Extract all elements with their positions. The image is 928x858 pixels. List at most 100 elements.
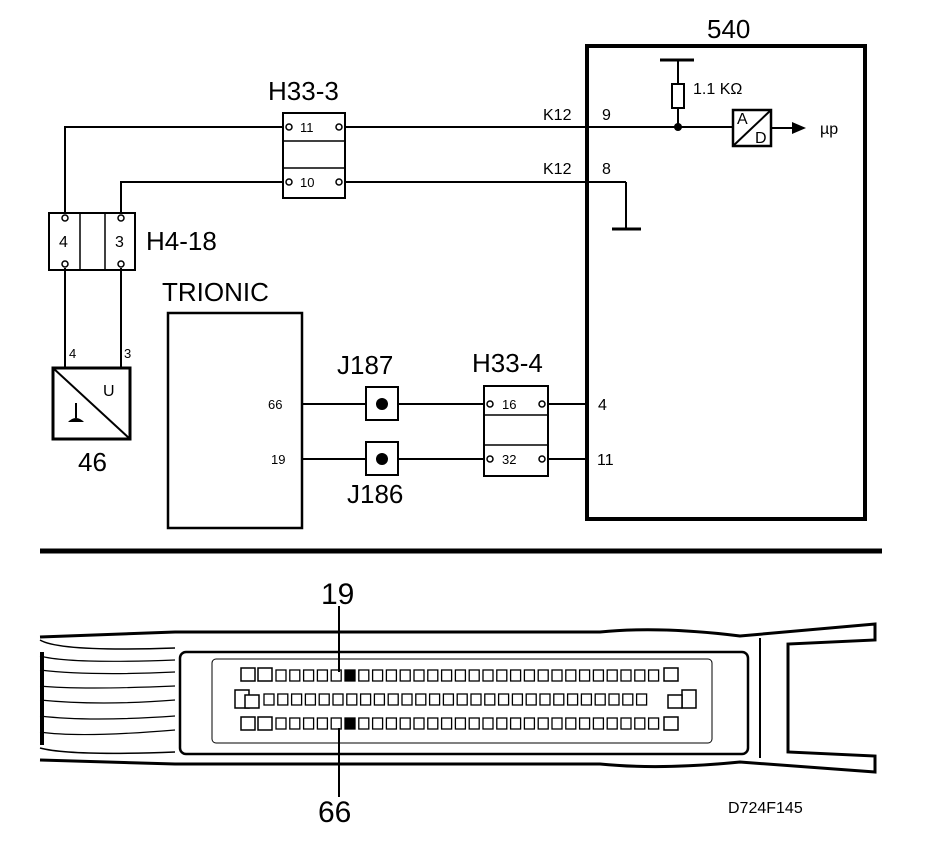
connector-pin	[565, 717, 577, 730]
connector-pin	[566, 693, 579, 706]
pullup-resistor: 1.1 KΩ	[660, 58, 742, 131]
trionic-pin-66: 66	[268, 397, 282, 412]
connector-pin	[289, 669, 301, 682]
connector-pin	[622, 693, 634, 706]
adc-label-d: D	[755, 130, 767, 147]
h33-3-label: H33-3	[268, 76, 339, 106]
connector-pin	[456, 693, 468, 706]
k12-label-top: K12	[543, 107, 572, 124]
connector-pin	[275, 717, 287, 730]
ecu-540: 540	[585, 14, 867, 521]
position-sensor-icon	[68, 403, 84, 422]
connector-pin	[511, 693, 524, 706]
sensor-pin-3: 3	[124, 346, 131, 361]
connector-pin	[428, 693, 441, 706]
connector-pin	[346, 693, 358, 706]
connector-pin	[509, 669, 522, 682]
connector-pin	[454, 669, 467, 682]
signal-line-pin-8: K12 8	[345, 161, 641, 231]
connector-pin	[330, 717, 342, 730]
connector-end-right	[663, 667, 697, 731]
connector-pin	[537, 669, 549, 682]
h4-18-pin-4: 4	[59, 234, 68, 251]
connector-pin	[359, 693, 372, 706]
connector-pin-66-label: 66	[318, 796, 351, 829]
connector-pin	[263, 693, 275, 706]
connector-pin	[277, 693, 289, 706]
connector-pin	[371, 717, 384, 730]
connector-pin	[399, 669, 411, 682]
connector-pin	[580, 693, 593, 706]
connector-pin	[387, 693, 399, 706]
trionic-label: TRIONIC	[162, 277, 269, 307]
k12-label-bottom: K12	[543, 161, 572, 178]
connector-pin	[606, 669, 618, 682]
connector-pin	[358, 669, 370, 682]
connector-pin	[330, 669, 342, 682]
connector-pin	[373, 693, 386, 706]
connector-pin	[302, 669, 315, 682]
connector-pin	[413, 717, 425, 730]
connector-pin	[415, 693, 427, 706]
connector-pin	[304, 693, 317, 706]
connector-pin	[318, 693, 330, 706]
h33-3-pin-11: 11	[300, 120, 314, 135]
connector-pin	[537, 717, 549, 730]
connector-illustration: 19 66	[39, 578, 877, 829]
micro-label: µp	[820, 121, 838, 138]
connector-pin	[344, 717, 356, 730]
connector-pin	[482, 717, 494, 730]
connector-pin	[606, 717, 618, 730]
connector-pin	[275, 669, 287, 682]
ecu-pin-4: 4	[598, 397, 607, 414]
adc-label-a: A	[737, 111, 748, 128]
connector-end-left	[234, 667, 273, 731]
connector-pin	[620, 669, 632, 682]
connector-pin	[592, 717, 605, 730]
connector-pin	[454, 717, 467, 730]
signal-line-pin-9: K12 9	[345, 107, 733, 128]
connector-pin	[553, 693, 565, 706]
connector-h33-3: H33-3 11 10	[268, 76, 346, 199]
connector-pin-19-label: 19	[321, 578, 354, 611]
connector-pin	[289, 717, 301, 730]
h33-3-pin-10: 10	[300, 175, 314, 190]
h33-4-pin-32: 32	[502, 452, 516, 467]
connector-pin	[399, 717, 411, 730]
connector-pin	[620, 717, 632, 730]
connector-pin	[509, 717, 522, 730]
connector-pin	[442, 693, 455, 706]
connector-h33-4: H33-4 16 32	[472, 348, 549, 477]
connector-pin	[344, 669, 356, 682]
resistor-icon	[671, 83, 685, 109]
splice-j187: J187	[337, 350, 399, 421]
connector-pin	[635, 693, 648, 706]
connector-pin	[551, 717, 563, 730]
sensor-46: U 46	[51, 366, 132, 477]
connector-h4-18: 4 3 H4-18	[48, 212, 217, 271]
connector-pin	[484, 693, 496, 706]
connector-pin	[578, 669, 591, 682]
connector-pin	[316, 717, 329, 730]
connector-pin	[316, 669, 329, 682]
connector-pin	[634, 717, 646, 730]
connector-pin	[497, 693, 510, 706]
trionic-ecu: TRIONIC 66 19	[162, 277, 304, 530]
connector-pin	[565, 669, 577, 682]
figure-code: D724F145	[728, 800, 803, 817]
connector-pin	[592, 669, 605, 682]
wire-bundle	[39, 639, 176, 755]
ad-converter-icon: A D µp	[731, 108, 838, 148]
connector-pin	[551, 669, 563, 682]
h33-4-pin-16: 16	[502, 397, 516, 412]
resistor-value: 1.1 KΩ	[693, 81, 742, 98]
connector-pin	[385, 717, 398, 730]
connector-pin	[496, 717, 508, 730]
connector-pin	[427, 717, 439, 730]
connector-pin	[468, 669, 480, 682]
wires-h4-18-to-sensor: 4 3	[64, 268, 131, 368]
connector-pin	[482, 669, 494, 682]
connector-pin	[634, 669, 646, 682]
sensor-46-label: 46	[78, 447, 107, 477]
j186-label: J186	[347, 479, 403, 509]
